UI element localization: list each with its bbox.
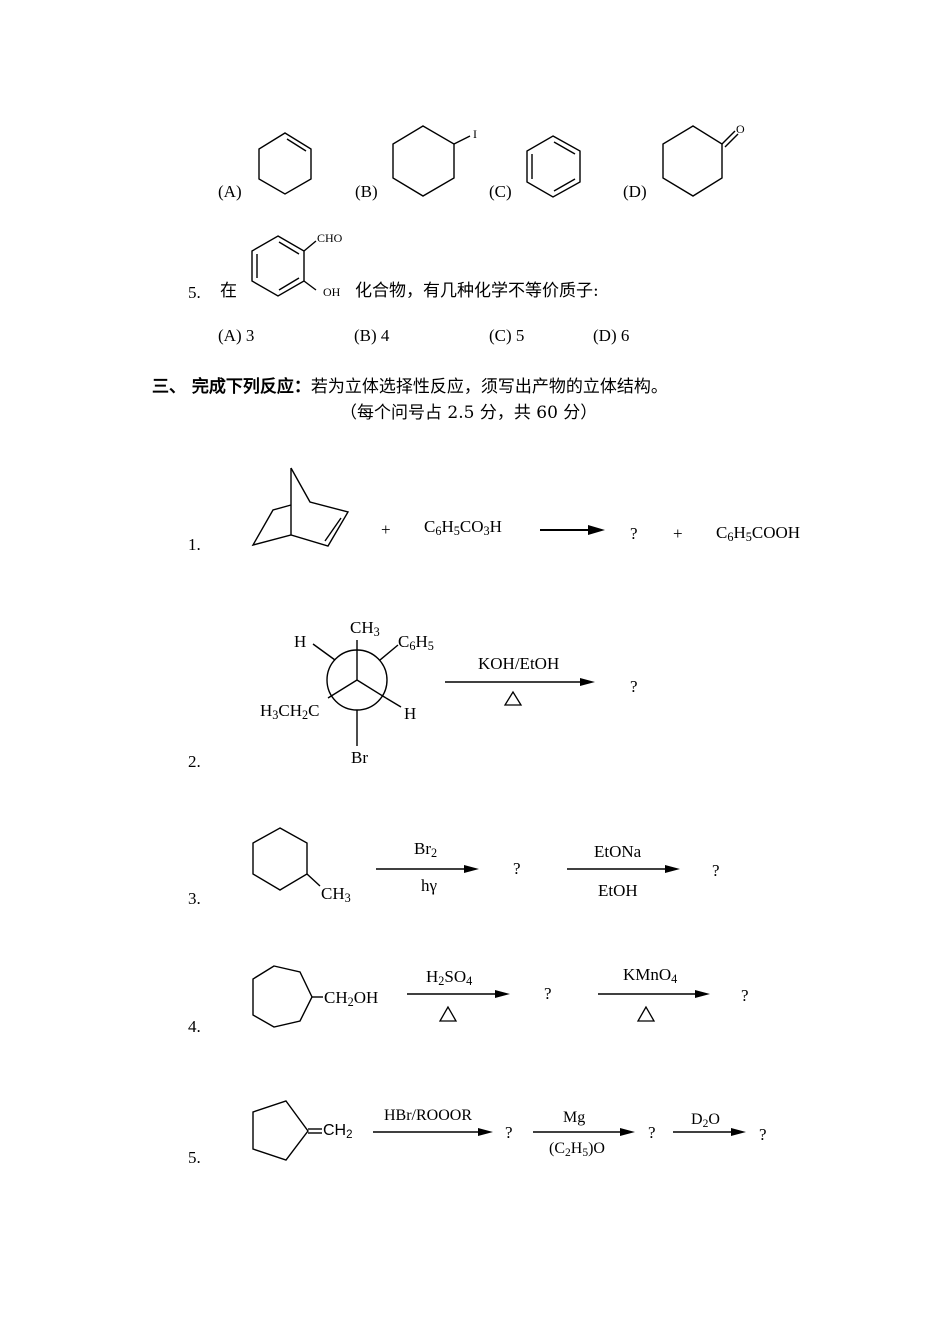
cycloheptylmethanol-structure <box>252 965 323 1028</box>
reaction-1-byproduct: C6H5COOH <box>716 523 801 545</box>
q5-option-c: (C) 5 <box>489 326 525 345</box>
reaction-4-intermediate: ? <box>544 984 552 1003</box>
reaction-5-step2-reagent: Mg <box>563 1109 586 1126</box>
norbornene-structure <box>251 467 350 547</box>
benzene-structure <box>526 135 581 198</box>
newman-back-bottom: Br <box>351 748 368 767</box>
heat-triangle-icon <box>503 690 523 706</box>
reaction-1-product: ? <box>630 524 638 543</box>
reaction-4-arrows <box>407 990 710 1022</box>
question-5-number: 5. <box>188 283 201 302</box>
reaction-3-arrows <box>376 865 680 873</box>
q5-option-a: (A) 3 <box>218 326 255 345</box>
question-5-text: 化合物，有几种化学不等价质子: <box>355 281 599 301</box>
reaction-1-number: 1. <box>188 535 201 554</box>
newman-front-left: H3CH2C <box>260 701 320 723</box>
reaction-4-number: 4. <box>188 1017 201 1036</box>
reaction-1-plus: + <box>381 520 391 539</box>
q5-option-d: (D) 6 <box>593 326 630 345</box>
iodocyclohexane-structure <box>392 125 471 197</box>
reaction-5-arrows <box>373 1128 746 1136</box>
reaction-5-intermediate-1: ? <box>505 1123 513 1142</box>
reaction-3-substituent: CH3 <box>321 884 351 906</box>
reaction-2-reagent: KOH/EtOH <box>478 654 560 673</box>
option-a-label: (A) <box>218 182 242 201</box>
section-3-heading: 三、 完成下列反应：若为立体选择性反应，须写出产物的立体结构。 <box>152 379 668 396</box>
option-d-label: (D) <box>623 182 647 201</box>
section-3-note: （每个问号占 2.5 分，共 60 分） <box>340 403 598 423</box>
newman-projection <box>312 640 402 746</box>
oh-label: OH <box>323 285 341 299</box>
newman-front-right: H <box>404 704 417 723</box>
reaction-4-substituent: CH2OH <box>324 988 379 1010</box>
heat-triangle-icon <box>636 1005 656 1022</box>
question-5-prefix: 在 <box>220 281 237 301</box>
reaction-5-step1-reagent: HBr/ROOOR <box>384 1107 473 1124</box>
reaction-5-intermediate-2: ? <box>648 1123 656 1142</box>
section-3-heading-bold: 三、 完成下列反应： <box>152 377 311 397</box>
reaction-3-step2-solvent: EtOH <box>598 881 638 900</box>
reaction-2-number: 2. <box>188 752 201 771</box>
newman-front-top: CH3 <box>350 618 380 640</box>
option-b-label: (B) <box>355 182 378 201</box>
reaction-3-product: ? <box>712 861 720 880</box>
option-c-label: (C) <box>489 182 512 201</box>
methylcyclohexane-structure <box>252 827 321 891</box>
reaction-2-arrow <box>445 678 595 706</box>
q5-option-b: (B) 4 <box>354 326 390 345</box>
newman-back-right: C6H5 <box>398 632 434 654</box>
reaction-3-step1-condition: hγ <box>421 876 438 895</box>
reaction-5-step3-reagent: D2O <box>691 1111 720 1130</box>
reaction-1-arrow <box>540 525 605 535</box>
reaction-3-step1-reagent: Br2 <box>414 839 438 861</box>
methylenecyclopentane-structure <box>252 1100 322 1161</box>
section-3-heading-rest: 若为立体选择性反应，须写出产物的立体结构。 <box>310 377 668 397</box>
oxygen-label: O <box>736 122 745 136</box>
cho-label: CHO <box>317 231 343 245</box>
reaction-4-step1-reagent: H2SO4 <box>426 967 473 989</box>
reaction-2-product: ? <box>630 677 638 696</box>
reaction-5-product: ? <box>759 1125 767 1144</box>
reaction-3-step2-reagent: EtONa <box>594 842 642 861</box>
reaction-1-plus-2: + <box>673 524 683 543</box>
reaction-4-product: ? <box>741 986 749 1005</box>
heat-triangle-icon <box>438 1005 458 1022</box>
reaction-5-step2-solvent: (C2H5)O <box>549 1140 605 1159</box>
cyclohexene-structure <box>258 132 312 195</box>
reaction-3-number: 3. <box>188 889 201 908</box>
reaction-4-step2-reagent: KMnO4 <box>623 965 678 987</box>
iodine-label: I <box>473 127 477 141</box>
newman-back-left: H <box>294 632 307 651</box>
reaction-5-substituent: CH2 <box>323 1122 353 1141</box>
cyclohexanone-structure <box>662 125 739 197</box>
reaction-1-reagent: C6H5CO3H <box>424 517 502 539</box>
salicylaldehyde-structure <box>251 235 317 297</box>
reaction-5-number: 5. <box>188 1148 201 1167</box>
reaction-3-intermediate: ? <box>513 859 521 878</box>
